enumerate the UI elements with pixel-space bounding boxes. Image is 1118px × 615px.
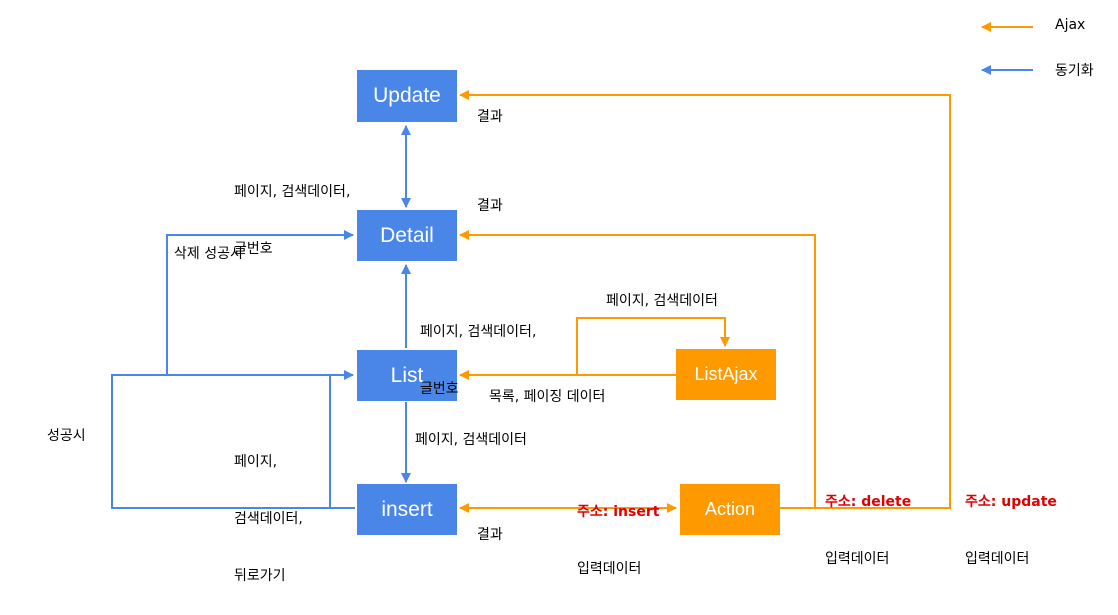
label-addr-update: 주소: update 입력데이터 bbox=[965, 455, 1057, 588]
label-line: 페이지, bbox=[234, 454, 278, 470]
node-update: Update bbox=[357, 70, 457, 122]
node-list: List bbox=[357, 350, 457, 401]
label-address: 주소: delete bbox=[825, 494, 912, 510]
label-line: 글번호 bbox=[420, 381, 459, 397]
edge-list-listajax bbox=[576, 317, 730, 375]
node-detail: Detail bbox=[357, 210, 457, 261]
edge-delete-success bbox=[166, 230, 354, 375]
label-input-data: 입력데이터 bbox=[825, 551, 890, 567]
label-line: 페이지, 검색데이터, bbox=[234, 184, 351, 200]
edge-action-update bbox=[459, 90, 951, 509]
node-insert: insert bbox=[357, 484, 457, 535]
label-update-params: 페이지, 검색데이터, 글번호 bbox=[234, 145, 350, 278]
label-addr-delete: 주소: delete 입력데이터 bbox=[825, 455, 911, 588]
label-addr-insert: 주소: insert 입력데이터 bbox=[577, 465, 659, 598]
label-update-result: 결과 bbox=[477, 109, 503, 125]
label-insert-result: 결과 bbox=[477, 527, 503, 543]
label-success: 성공시 bbox=[47, 428, 86, 444]
label-input-data: 입력데이터 bbox=[965, 551, 1030, 567]
node-listajax: ListAjax bbox=[676, 349, 776, 400]
edge-insert-success bbox=[111, 370, 355, 509]
label-line: 검색데이터, bbox=[234, 511, 303, 527]
label-input-data: 입력데이터 bbox=[577, 561, 642, 577]
label-line: 페이지, 검색데이터, bbox=[420, 324, 537, 340]
label-insert-params: 페이지, 검색데이터 bbox=[415, 432, 527, 448]
edge-action-detail bbox=[459, 230, 816, 509]
label-line: 뒤로가기 bbox=[234, 568, 286, 584]
label-list-detail-params: 페이지, 검색데이터, 글번호 bbox=[420, 285, 536, 418]
label-address: 주소: insert bbox=[577, 504, 660, 520]
label-delete-success: 삭제 성공시 bbox=[174, 246, 243, 262]
legend-ajax-label: Ajax bbox=[1055, 17, 1086, 33]
label-line: 글번호 bbox=[234, 241, 273, 257]
label-detail-result: 결과 bbox=[477, 198, 503, 214]
label-back-params: 페이지, 검색데이터, 뒤로가기 bbox=[234, 415, 303, 605]
legend-sync-label: 동기화 bbox=[1055, 63, 1094, 79]
label-listajax-params: 페이지, 검색데이터 bbox=[606, 293, 718, 309]
label-address: 주소: update bbox=[965, 494, 1057, 510]
label-list-paging: 목록, 페이징 데이터 bbox=[489, 389, 606, 405]
node-action: Action bbox=[680, 484, 780, 535]
